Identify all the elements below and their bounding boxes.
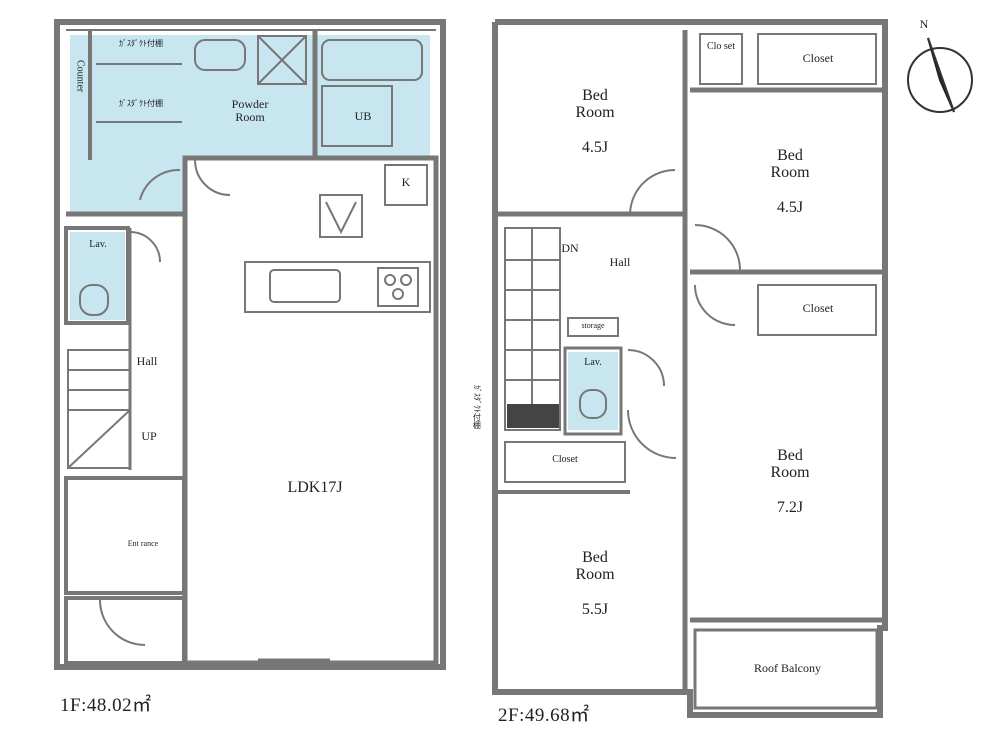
closet-top-label: Closet (802, 51, 834, 65)
roof-balcony-label: Roof Balcony (754, 661, 821, 675)
closet-hall-label: Closet (552, 454, 578, 465)
compass-n-label: N (919, 17, 929, 31)
outer-wall-1f (54, 19, 446, 670)
stair-hatch (507, 404, 559, 428)
lav-label-2f: Lav. (584, 357, 602, 368)
ldk-wall (182, 155, 439, 666)
storage-label: storage (581, 321, 605, 330)
bedroom4-size: 5.5J (581, 601, 609, 618)
closet-mid (757, 284, 877, 336)
closet-small (699, 33, 743, 85)
bedroom3-size: 7.2J (776, 499, 804, 516)
compass-icon (907, 37, 973, 113)
lav-label-1f: Lav. (89, 239, 107, 250)
dn-label: DN (561, 241, 579, 255)
lav-2f (563, 346, 623, 436)
side-note-2f: ｶﾞｽﾀﾞｸﾄ付棚 (472, 385, 482, 429)
floor1-area: 1F:48.02㎡ (60, 695, 152, 716)
washing-machine (257, 35, 307, 85)
entrance-area (64, 476, 186, 595)
ldk-label: LDK17J (287, 479, 343, 496)
hall-label-1f: Hall (136, 354, 158, 368)
up-label: UP (141, 429, 157, 443)
fridge-symbol (319, 194, 363, 238)
first-floor (54, 19, 446, 670)
porch (64, 596, 186, 665)
closet-hall (504, 441, 626, 483)
roof-balcony (693, 628, 879, 710)
k-box (384, 164, 428, 206)
shelf-note-1: ｶﾞｽﾀﾞｸﾄ付棚 (119, 39, 163, 48)
toilet-2f (579, 389, 607, 419)
storage-box (567, 317, 619, 337)
sink (269, 269, 341, 303)
wall (64, 226, 130, 325)
washbasin (194, 39, 246, 71)
hall-label-2f: Hall (609, 255, 631, 269)
toilet (79, 284, 109, 316)
floor2-area: 2F:49.68㎡ (498, 705, 590, 726)
counter-label: Counter (74, 60, 86, 93)
closet-mid-label: Closet (802, 301, 834, 315)
entrance-label: Ent rance (127, 539, 159, 548)
second-floor (492, 19, 888, 718)
bedroom2-size: 4.5J (776, 199, 804, 216)
k-label: K (401, 175, 411, 189)
outer-wall-2f (492, 19, 888, 718)
bedroom1-size: 4.5J (581, 139, 609, 156)
ub-label: UB (354, 109, 372, 123)
closet-top (757, 33, 877, 85)
lav-fill (70, 232, 125, 320)
stove (377, 267, 419, 307)
closet-small-label: Clo set (706, 41, 736, 52)
bath-floor (321, 85, 393, 147)
shelf-note-2: ｶﾞｽﾀﾞｸﾄ付棚 (119, 99, 163, 108)
kitchen-counter (244, 261, 431, 313)
bathtub (321, 39, 423, 81)
